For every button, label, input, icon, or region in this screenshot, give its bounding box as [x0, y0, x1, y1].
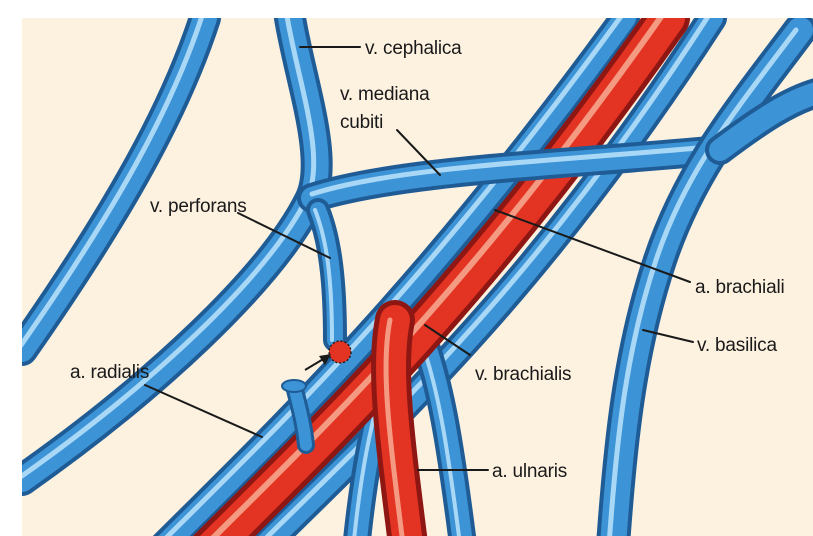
label-v-cephalica: v. cephalica — [365, 38, 462, 59]
label-a-brachialis: a. brachiali — [695, 277, 784, 298]
label-v-perforans: v. perforans — [150, 196, 247, 217]
a-ulnaris — [386, 320, 410, 536]
label-v-mediana-cubiti-line2: cubiti — [340, 112, 383, 133]
anastomosis-star-icon — [329, 341, 351, 363]
label-v-mediana-cubiti-line1: v. mediana — [340, 84, 430, 105]
label-a-radialis: a. radialis — [70, 362, 149, 383]
label-v-basilica: v. basilica — [697, 335, 777, 356]
label-a-ulnaris: a. ulnaris — [492, 461, 567, 482]
label-v-brachialis: v. brachialis — [475, 364, 571, 385]
